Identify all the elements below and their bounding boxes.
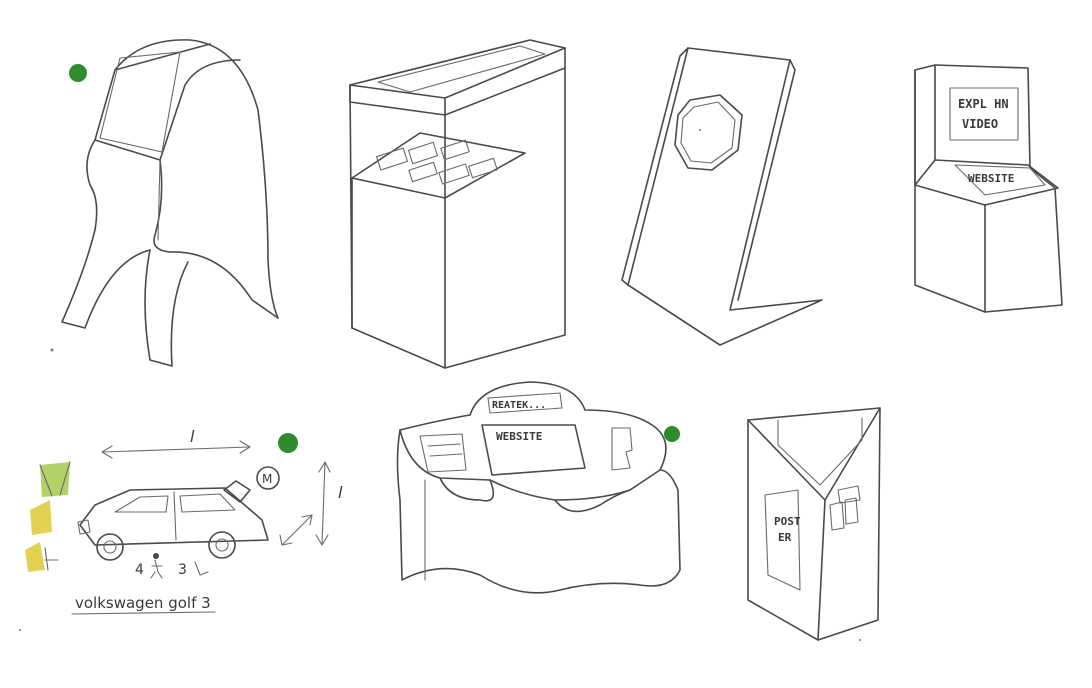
poster-label-2: ER [778, 531, 792, 544]
poster-label-1: POST [774, 515, 801, 528]
yellow-marker-swatch [30, 500, 52, 535]
green-marker-swatch [40, 462, 70, 497]
green-dot-marker [664, 426, 680, 442]
sketch-leaning-panel [621, 47, 823, 346]
sign-top-label: REATEK... [492, 400, 546, 411]
door-open-sketch [223, 480, 251, 503]
count-people: 4 [135, 562, 144, 578]
dimension-height-label: l [338, 483, 343, 502]
sketch-curved-counter: REATEK... WEBSITE [396, 381, 681, 594]
count-seats: 3 [178, 562, 187, 578]
explain-video-label-2: VIDEO [962, 117, 998, 131]
sketch-arched-kiosk [61, 39, 279, 367]
paper-specks [19, 129, 861, 641]
website-label-kiosk: WEBSITE [968, 172, 1014, 185]
green-dot-marker [69, 64, 87, 82]
dimension-length-label: l [190, 427, 195, 446]
sketch-triangular-stand: POST ER [747, 407, 881, 641]
m-badge-label: M [262, 472, 272, 486]
green-dot-marker [278, 433, 298, 453]
car-caption: volkswagen golf 3 [75, 594, 211, 612]
yellow-marker-swatch [25, 542, 45, 572]
explain-video-label-1: EXPL HN [958, 97, 1009, 111]
sketch-car-dimensions: l M l 4 3 volkswagen golf 3 [25, 427, 343, 615]
sketch-box-kiosk [349, 39, 566, 369]
website-label-panel: WEBSITE [496, 430, 542, 443]
m-badge [256, 466, 280, 490]
sketch-screen-kiosk: EXPL HN VIDEO WEBSITE [914, 64, 1063, 313]
